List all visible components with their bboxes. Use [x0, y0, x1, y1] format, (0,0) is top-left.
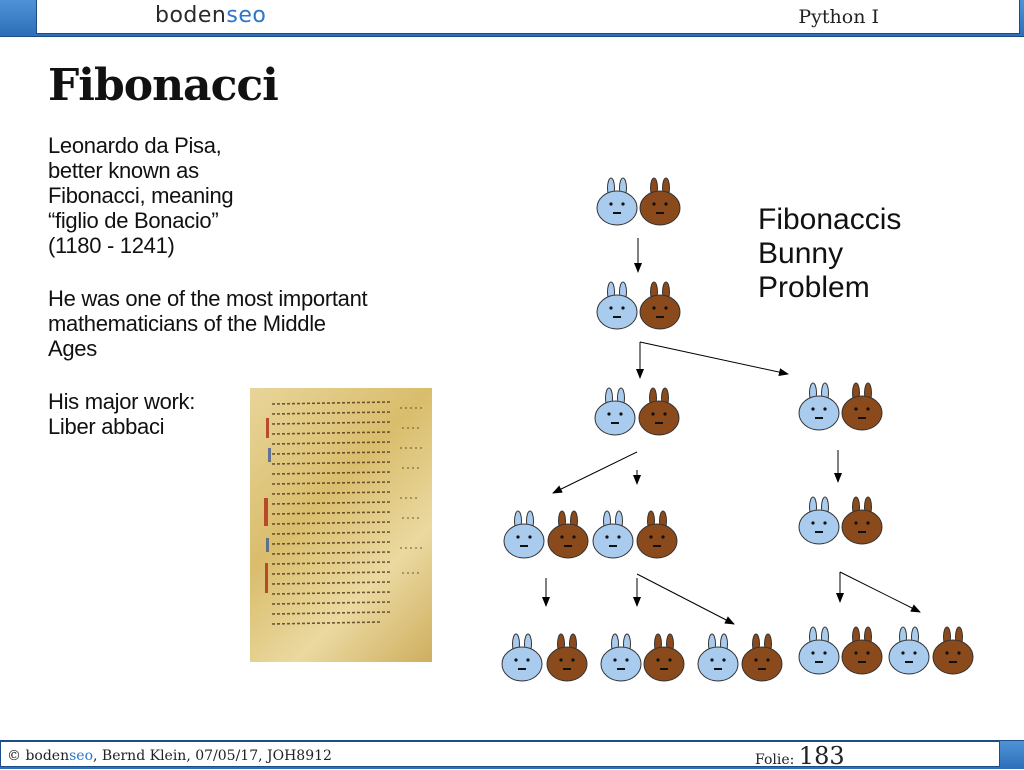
slide-number: Folie: 183 — [755, 742, 845, 770]
footer-panel: © bodenseo, Bernd Klein, 07/05/17, JOH89… — [0, 741, 1000, 770]
bunny-pair-row5a — [501, 633, 588, 682]
bunny-problem-diagram — [501, 177, 974, 682]
footer-bar: © bodenseo, Bernd Klein, 07/05/17, JOH89… — [0, 740, 1024, 770]
bunny-pair-row3b — [798, 382, 883, 431]
bunny-pair-row5e — [888, 626, 974, 675]
bunny-pair-row5d — [798, 626, 883, 675]
copyright-text: © bodenseo, Bernd Klein, 07/05/17, JOH89… — [7, 748, 332, 764]
bunny-pair-row1 — [596, 177, 681, 226]
header-panel: bodenseo Python I — [36, 0, 1020, 34]
bunny-pair-row4b — [592, 510, 678, 559]
slide-title: Fibonacci — [48, 60, 279, 111]
bunny-pair-row5b — [600, 633, 685, 682]
diagram-arrows — [542, 238, 921, 625]
bunny-pair-row4c — [798, 496, 883, 545]
bunny-pair-row2 — [596, 281, 681, 330]
bunny-problem-title: Fibonaccis Bunny Problem — [758, 203, 902, 304]
importance-text: He was one of the most important mathema… — [48, 286, 368, 361]
bunny-pair-row5c — [697, 633, 783, 682]
intro-text: Leonardo da Pisa, better known as Fibona… — [48, 133, 234, 258]
major-work-text: His major work: Liber abbaci — [48, 389, 196, 439]
liber-abbaci-manuscript-image — [250, 388, 432, 662]
bodenseo-logo: bodenseo — [155, 3, 267, 28]
bunny-pair-row4a — [503, 510, 589, 559]
header-bar: bodenseo Python I — [0, 0, 1024, 37]
bunny-pair-row3a — [594, 387, 680, 436]
course-title: Python I — [798, 6, 879, 28]
